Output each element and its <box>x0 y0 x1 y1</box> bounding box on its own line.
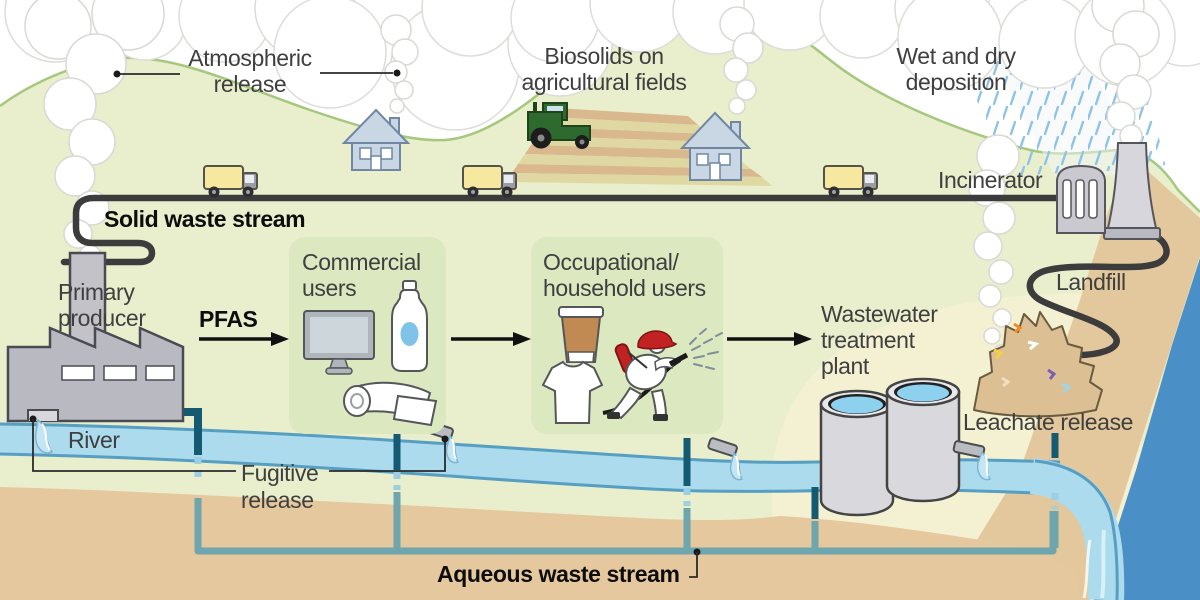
factory-pipe <box>183 408 202 455</box>
detergent-bottle-icon <box>391 280 428 372</box>
waterfall-icon <box>1029 458 1125 600</box>
pipe-outlet-icon <box>423 420 744 481</box>
truck-icon <box>203 165 878 198</box>
landfill-label: Landfill <box>1056 269 1126 295</box>
tank-left <box>819 389 895 517</box>
factory-icon <box>6 251 185 454</box>
landfill-smoke <box>968 134 1020 360</box>
road-to-landfill <box>1026 230 1170 359</box>
flow-arrows <box>199 332 812 346</box>
incinerator-smoke <box>1091 0 1160 148</box>
atmospheric-release-label-2: release <box>214 71 287 97</box>
outlet-household <box>707 437 738 457</box>
paper-towel-roll-icon <box>343 381 438 427</box>
wastewater-plant-label: Wastewater <box>821 301 938 327</box>
solid-waste-road <box>60 194 1170 359</box>
wastewater-tank-icon <box>819 377 992 517</box>
labels: Atmospheric release Biosolids on agricul… <box>58 43 1133 587</box>
biosolids-label: Biosolids on <box>544 43 663 69</box>
house-right <box>679 111 752 181</box>
household-to-wwtp-arrow <box>727 332 812 346</box>
tank-right <box>885 377 961 503</box>
spray <box>689 328 723 370</box>
biosolids-label-2: agricultural fields <box>522 69 687 95</box>
road-main <box>60 194 1061 266</box>
tank-outlet <box>952 440 986 459</box>
computer-monitor-icon <box>303 310 375 375</box>
t-shirt-icon <box>541 360 604 424</box>
landfill-pile-icon <box>973 311 1103 418</box>
sand <box>0 487 1080 600</box>
coffee-cup-icon <box>558 306 604 363</box>
wastewater-plant-label-3: plant <box>821 353 870 379</box>
occupational-users-label: Occupational/ <box>543 249 679 275</box>
commercial-users-label-2: users <box>302 275 356 301</box>
aqueous-pipe-network <box>183 408 1059 555</box>
leachate-release-label: Leachate release <box>963 409 1133 435</box>
house-icon <box>341 108 752 181</box>
truck-1 <box>203 165 258 198</box>
aqueous-waste-stream-label: Aqueous waste stream <box>437 561 680 587</box>
wastewater-plant-label-2: treatment <box>821 327 916 353</box>
occupational-users-label-2: household users <box>543 275 706 301</box>
fugitive-release-label: Fugitive <box>241 460 318 486</box>
incinerator-icon <box>1056 142 1161 240</box>
primary-producer-label-2: producer <box>58 305 146 331</box>
firefighter-icon <box>602 328 723 421</box>
pfas-arrow <box>199 332 289 346</box>
pfas-label: PFAS <box>199 306 258 332</box>
helmet <box>637 330 678 350</box>
truck-3 <box>823 165 878 198</box>
house-smoke-right <box>719 6 764 115</box>
wet-dry-deposition-label: Wet and dry <box>896 43 1016 69</box>
atmospheric-release-label: Atmospheric <box>188 45 311 71</box>
leader-lines <box>29 69 701 578</box>
commercial-users-label: Commercial <box>302 249 421 275</box>
fugitive-release-label-2: release <box>241 487 314 513</box>
truck-2 <box>462 165 517 198</box>
incinerator-label: Incinerator <box>938 167 1043 193</box>
river-label: River <box>68 427 120 453</box>
commercial-to-household-arrow <box>451 332 531 346</box>
tractor-icon <box>527 102 591 149</box>
wet-dry-deposition-label-2: deposition <box>906 69 1007 95</box>
primary-producer-label: Primary <box>58 279 135 305</box>
solid-waste-stream-label: Solid waste stream <box>104 206 305 232</box>
house-left <box>341 108 411 171</box>
ocean <box>1094 258 1200 600</box>
